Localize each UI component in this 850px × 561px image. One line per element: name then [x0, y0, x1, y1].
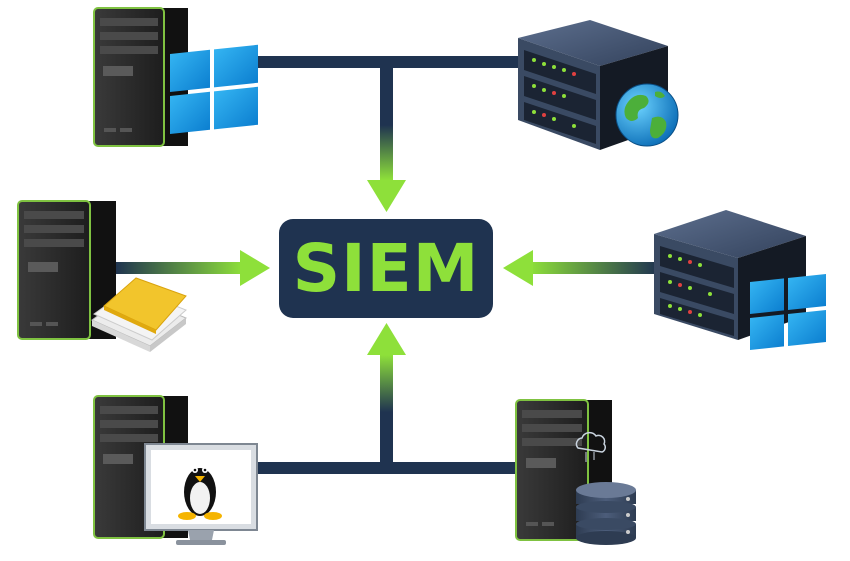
windows-logo-icon — [750, 274, 826, 350]
windows-server — [654, 210, 826, 350]
rack-server-icon — [654, 210, 806, 340]
arrow-left-icon — [503, 250, 533, 286]
arrow-right-icon — [240, 250, 270, 286]
connector-bottom — [252, 323, 520, 474]
connector-top — [250, 56, 522, 212]
linux-penguin-icon — [178, 467, 222, 520]
windows-logo-icon — [170, 44, 258, 134]
windows-workstation — [93, 7, 258, 147]
web-server — [518, 20, 679, 150]
document-stack-icon — [91, 277, 187, 352]
database-server — [515, 399, 636, 545]
connector-right — [503, 250, 658, 286]
database-icon — [576, 482, 636, 545]
connector-left — [115, 250, 270, 286]
linux-host — [93, 395, 258, 545]
file-host — [17, 200, 187, 352]
globe-icon — [615, 83, 679, 147]
cloud-icon — [575, 432, 606, 462]
siem-label: SIEM — [292, 229, 480, 307]
siem-box: SIEM — [279, 219, 493, 318]
arrow-up-icon — [367, 323, 406, 355]
arrow-down-icon — [367, 180, 406, 212]
server-tower-icon — [17, 200, 116, 340]
